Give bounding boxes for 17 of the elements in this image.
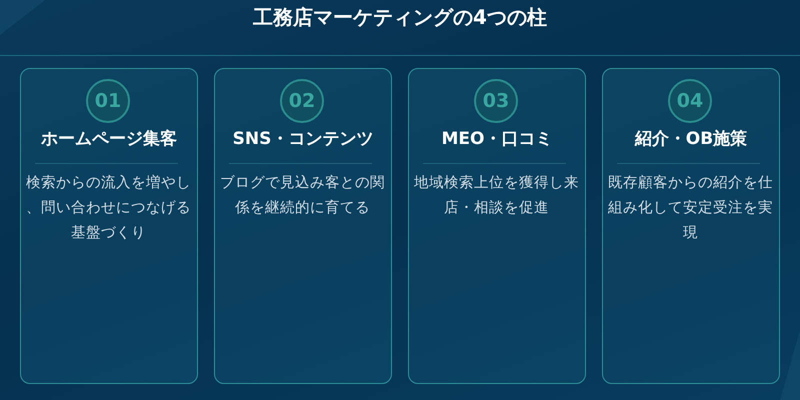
card-heading: 紹介・OB施策 bbox=[634, 128, 748, 150]
card-description: 既存顧客からの紹介を仕組み化して安定受注を実現 bbox=[607, 174, 774, 243]
pillar-card bbox=[408, 68, 586, 384]
step-number: 01 bbox=[86, 79, 130, 123]
card-description: 地域検索上位を獲得し来店・相談を促進 bbox=[413, 174, 580, 218]
step-number: 04 bbox=[668, 79, 712, 123]
card-heading: MEO・口コミ bbox=[442, 128, 552, 150]
diagram-title: 工務店マーケティングの4つの柱 bbox=[253, 4, 547, 31]
step-number: 03 bbox=[474, 79, 518, 123]
card-heading: ホームページ集客 bbox=[41, 128, 177, 150]
card-description: ブログで見込み客との関係を継続的に育てる bbox=[219, 174, 386, 218]
card-description: 検索からの流入を増やし、問い合わせにつなげる基盤づくり bbox=[25, 174, 192, 243]
card-heading: SNS・コンテンツ bbox=[232, 128, 374, 150]
pillar-card bbox=[602, 68, 780, 384]
pillar-card bbox=[20, 68, 198, 384]
pillar-card bbox=[214, 68, 392, 384]
step-number: 02 bbox=[280, 79, 324, 123]
